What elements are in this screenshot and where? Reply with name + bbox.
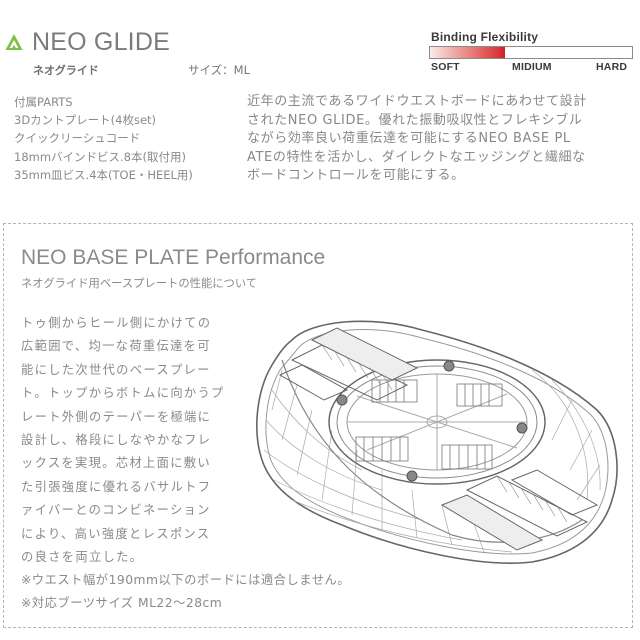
performance-body-line: 広範囲で、均一な荷重伝達を可 <box>21 339 211 354</box>
performance-body-line: レート外側のテーパーを極端に <box>21 409 212 424</box>
size-label: サイズ：ML <box>188 63 250 77</box>
performance-body-line: トゥ側からヒール側にかけての <box>21 316 212 330</box>
performance-body: トゥ側からヒール側にかけての 広範囲で、均一な荷重伝達を可 能にした次世代のベー… <box>21 312 224 569</box>
performance-body-line: の良さを両立した。 <box>21 549 144 564</box>
parts-item: 18mmバインドビス.8本(取付用) <box>14 149 186 164</box>
triangle-a-icon <box>5 34 23 50</box>
performance-subtitle: ネオグライド用ベースプレートの性能について <box>21 277 258 290</box>
performance-section-box <box>3 223 633 628</box>
performance-title: NEO BASE PLATE Performance <box>21 246 326 269</box>
base-plate-wireframe-illustration <box>256 320 618 564</box>
parts-item: 3Dカントプレート(4枚set) <box>14 113 157 128</box>
performance-body-line: た引張強度に優れるバサルトフ <box>21 479 212 494</box>
performance-body-line: 設計し、格段にしなやかなフレ <box>21 432 212 447</box>
parts-heading: 付属PARTS <box>14 95 73 109</box>
parts-list: 付属PARTS 3Dカントプレート(4枚set) クイックリーシュコード 18m… <box>14 93 193 184</box>
flex-gauge-label-hard: HARD <box>596 61 628 73</box>
flex-gauge-label-medium: MIDIUM <box>512 61 552 73</box>
description-line: ボードコントロールを可能にする。 <box>247 168 465 184</box>
flex-gauge-title: Binding Flexibility <box>431 30 539 44</box>
description-line: 近年の主流であるワイドウエストボードにあわせて設計 <box>247 94 587 109</box>
performance-body-line: ックスを実現。芯材上面に敷い <box>21 456 211 471</box>
description-line: されたNEO GLIDE。優れた振動吸収性とフレキシブル <box>247 112 583 128</box>
description-line: ATEの特性を活かし、ダイレクトなエッジングと繊細な <box>247 149 586 165</box>
note-waist-width: ※ウエスト幅が190mm以下のボードには適合しません。 <box>21 573 351 587</box>
product-title: NEO GLIDE <box>32 28 170 56</box>
description-line: ながら効率良い荷重伝達を可能にするNEO BASE PL <box>247 131 571 147</box>
flex-gauge-fill <box>430 47 505 58</box>
flex-gauge-label-soft: SOFT <box>431 61 460 73</box>
performance-body-line: ァイバーとのコンビネーション <box>21 503 211 518</box>
flex-gauge-bar <box>429 46 633 59</box>
parts-item: 35mm皿ビス.4本(TOE・HEEL用) <box>14 167 193 182</box>
product-description: 近年の主流であるワイドウエストボードにあわせて設計 されたNEO GLIDE。優… <box>247 93 639 186</box>
performance-body-line: により、高い強度とレスポンス <box>21 526 211 541</box>
performance-body-line: ト。トップからボトムに向かうプ <box>21 386 225 401</box>
performance-body-line: 能にした次世代のベースプレー <box>21 362 211 377</box>
note-boot-size: ※対応ブーツサイズ ML22〜28cm <box>21 596 223 611</box>
performance-notes: ※ウエスト幅が190mm以下のボードには適合しません。 ※対応ブーツサイズ ML… <box>21 569 350 616</box>
product-subtitle-kana: ネオグライド <box>33 64 99 77</box>
parts-item: クイックリーシュコード <box>14 131 141 146</box>
